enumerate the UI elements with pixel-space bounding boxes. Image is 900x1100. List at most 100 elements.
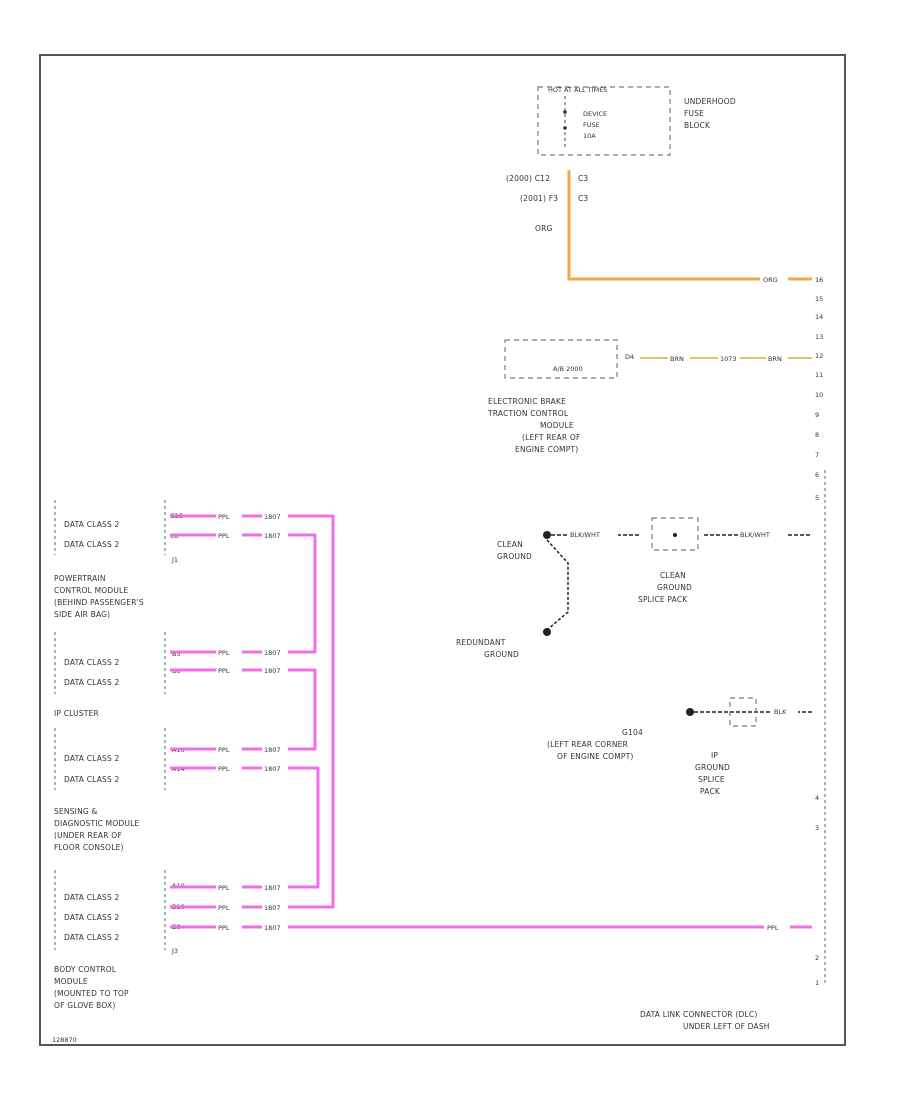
ebtcm-label-2: TRACTION CONTROL bbox=[487, 409, 569, 418]
g104-ground-icon bbox=[686, 708, 694, 716]
ebtcm-wire-a: BRN bbox=[670, 355, 684, 363]
ip-sdm-wire bbox=[170, 668, 317, 751]
ebtcm-wire-c: BRN bbox=[768, 355, 782, 363]
wire-tag: PPL bbox=[218, 649, 230, 657]
ip-data-class-2: DATA CLASS 2 bbox=[64, 678, 120, 687]
wire-tag-bg bbox=[216, 903, 242, 911]
orange-power-wire bbox=[567, 170, 812, 281]
bcm-conn: J3 bbox=[171, 947, 178, 955]
clean-splice-label-2: GROUND bbox=[657, 583, 692, 592]
fuse-block-label-1: UNDERHOOD bbox=[684, 97, 736, 106]
wire-tag-bg bbox=[216, 745, 242, 753]
fuse-node-bottom bbox=[563, 126, 567, 130]
sdm-label-3: (UNDER REAR OF bbox=[54, 831, 122, 840]
redundant-ground-label-2: GROUND bbox=[484, 650, 519, 659]
sdm-data-class-1: DATA CLASS 2 bbox=[64, 754, 120, 763]
wire-tag-bg bbox=[262, 745, 288, 753]
dlc-pin-number: 16 bbox=[815, 276, 823, 284]
wire-tag: 1807 bbox=[264, 532, 281, 540]
wire-tag-bg bbox=[216, 883, 242, 891]
pcm-label-4: SIDE AIR BAG) bbox=[54, 610, 110, 619]
blk2-wire-tag-bg bbox=[772, 708, 798, 715]
wire-tag: PPL bbox=[218, 884, 230, 892]
fuse-node-top bbox=[563, 110, 567, 114]
dlc-pin-number: 5 bbox=[815, 494, 819, 502]
bcm-data-class-3: DATA CLASS 2 bbox=[64, 933, 120, 942]
clean-splice-node bbox=[673, 533, 677, 537]
wire-tag-bg bbox=[262, 764, 288, 772]
dlc-pin-number: 10 bbox=[815, 391, 823, 399]
wire-tag: 1807 bbox=[264, 513, 281, 521]
ebtcm-box-text: A/B 2000 bbox=[553, 365, 583, 373]
ebtcm-label-1: ELECTRONIC BRAKE bbox=[488, 397, 566, 406]
clean-ground-label-1: CLEAN bbox=[497, 540, 523, 549]
wire-tag-bg bbox=[262, 512, 288, 520]
ip-cluster-label: IP CLUSTER bbox=[54, 709, 99, 718]
wire-tag-bg bbox=[216, 512, 242, 520]
wire-tag-bg bbox=[216, 666, 242, 674]
fuse-hot-label: HOT AT ALL TIMES bbox=[548, 86, 608, 94]
ebtcm-wire-c-bg bbox=[766, 355, 788, 362]
wire-tag-bg bbox=[262, 648, 288, 656]
fuse-block-label-2: FUSE bbox=[684, 109, 704, 118]
wire-tag: 1807 bbox=[264, 765, 281, 773]
module-stack: DATA CLASS 2 DATA CLASS 2 C18 C8 J1 POWE… bbox=[54, 500, 185, 1010]
org-wire-tag: ORG bbox=[763, 276, 778, 284]
wire-tag-bg bbox=[262, 903, 288, 911]
sdm-label-4: FLOOR CONSOLE) bbox=[54, 843, 124, 852]
pcm-conn: J1 bbox=[171, 556, 178, 564]
sdm-label-1: SENSING & bbox=[54, 807, 98, 816]
ebtcm-pin: D4 bbox=[625, 353, 634, 361]
dlc-pin-number: 3 bbox=[815, 824, 819, 832]
redundant-ground-icon bbox=[543, 628, 551, 636]
conn-2001-label: (2001) F3 bbox=[520, 194, 558, 203]
bcm-label-1: BODY CONTROL bbox=[54, 965, 117, 974]
ip-splice-outline bbox=[729, 697, 757, 727]
dlc-pin-number: 14 bbox=[815, 313, 823, 321]
redundant-ground-wire bbox=[546, 539, 569, 631]
pcm-label-1: POWERTRAIN bbox=[54, 574, 106, 583]
ebtcm-label-3: MODULE bbox=[540, 421, 574, 430]
wire-tag: 1807 bbox=[264, 667, 281, 675]
conn-2000-label: (2000) C12 bbox=[506, 174, 550, 183]
pcm-label-3: (BEHIND PASSENGER'S bbox=[54, 598, 144, 607]
dlc-pin-number: 6 bbox=[815, 471, 819, 479]
wire-tag: PPL bbox=[218, 746, 230, 754]
clean-splice-outline bbox=[651, 517, 699, 551]
wire-tag-bg bbox=[216, 764, 242, 772]
dlc-pin-number: 11 bbox=[815, 371, 823, 379]
ip-splice-label-2: GROUND bbox=[695, 763, 730, 772]
ebtcm-wire-b-bg bbox=[718, 355, 740, 362]
fuse-sub: FUSE bbox=[583, 121, 600, 129]
dlc-pin-number: 7 bbox=[815, 451, 819, 459]
g104-label-3: OF ENGINE COMPT) bbox=[557, 752, 634, 761]
bcm-label-2: MODULE bbox=[54, 977, 88, 986]
fuse-name: DEVICE bbox=[583, 110, 607, 118]
ebtcm-wire-b: 1073 bbox=[720, 355, 737, 363]
diagram-frame bbox=[39, 54, 846, 1046]
wire-tag: 1807 bbox=[264, 649, 281, 657]
pcm-bcm-wire-a bbox=[170, 514, 335, 909]
wire-tag-bg bbox=[262, 883, 288, 891]
pcm-data-class-1: DATA CLASS 2 bbox=[64, 520, 120, 529]
blk-wire-tag-b: BLK/WHT bbox=[740, 531, 770, 539]
conn-c3b-label: C3 bbox=[578, 194, 588, 203]
page-code: 128870 bbox=[52, 1036, 77, 1044]
blk2-wire-tag: BLK bbox=[774, 708, 787, 716]
dlc-pin-number: 4 bbox=[815, 794, 819, 802]
bcm-data-class-1: DATA CLASS 2 bbox=[64, 893, 120, 902]
ip-splice-label-4: PACK bbox=[700, 787, 721, 796]
ebtcm-module: A/B 2000 D4 BRN 1073 BRN ELECTRONIC BRAK… bbox=[487, 339, 812, 454]
pcm-data-class-2: DATA CLASS 2 bbox=[64, 540, 120, 549]
wire-tag: 1807 bbox=[264, 884, 281, 892]
ip-pin-1: B5 bbox=[172, 650, 181, 658]
dlc-pin-number: 8 bbox=[815, 431, 819, 439]
ebtcm-wire-a-bg bbox=[668, 355, 690, 362]
wire-tag: PPL bbox=[218, 513, 230, 521]
ebtcm-outline bbox=[504, 339, 618, 379]
wire-tag-bg bbox=[262, 923, 288, 931]
dlc-pin-number: 12 bbox=[815, 352, 823, 360]
dlc-pin-number: 13 bbox=[815, 333, 823, 341]
